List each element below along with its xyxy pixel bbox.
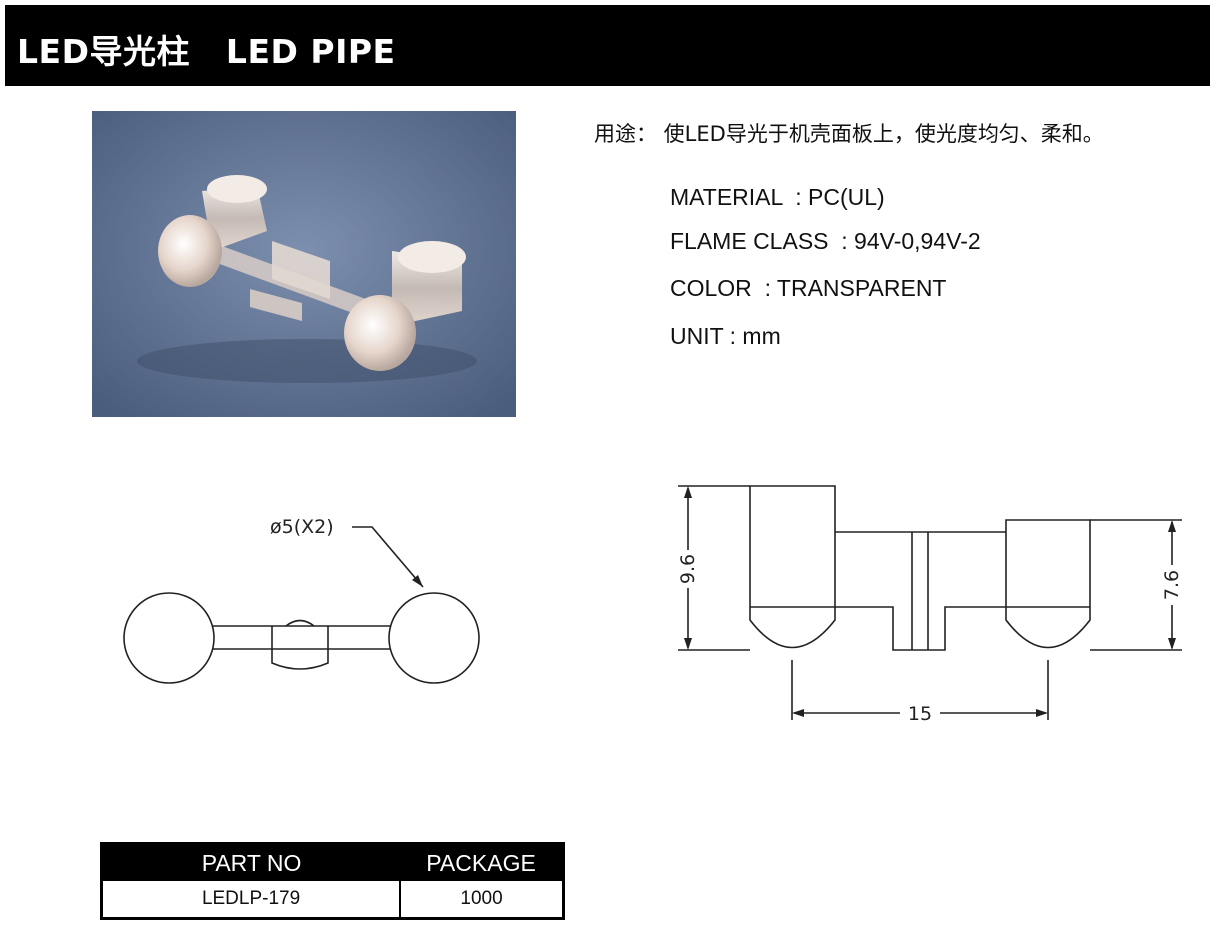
spec-unit: UNIT : mm [670,323,781,349]
height-dimension-left: 9.6 [677,554,699,584]
diameter-callout: ø5(X2) [270,516,334,538]
left-lens-circle [123,592,215,684]
top-view-drawing: ø5(X2) [110,495,500,699]
spec-material: MATERIAL : PC(UL) [670,184,885,210]
cell-part-no: LEDLP-179 [101,881,402,919]
table-header-row: PART NO PACKAGE [101,843,564,881]
page-title: LED导光柱 LED PIPE [17,32,396,71]
part-number-table: PART NO PACKAGE LEDLP-179 1000 [100,842,565,920]
header-bar: LED导光柱 LED PIPE [5,5,1210,86]
cell-package: 1000 [460,888,503,909]
pitch-dimension: 15 [908,703,932,725]
side-view-drawing: 9.6 7.6 15 [660,470,1200,734]
height-dimension-right: 7.6 [1161,570,1183,600]
usage-description: 用途： 使LED导光于机壳面板上，使光度均匀、柔和。 [594,122,1104,146]
column-header-part-no: PART NO [101,843,401,881]
spec-color: COLOR : TRANSPARENT [670,275,947,301]
table-row: LEDLP-179 1000 [101,881,564,919]
product-photo [92,111,516,417]
right-lens-circle [388,592,480,684]
led-pipe-photo-image [92,111,516,417]
column-header-package: PACKAGE [400,843,564,881]
spec-flame-class: FLAME CLASS : 94V-0,94V-2 [670,228,981,254]
